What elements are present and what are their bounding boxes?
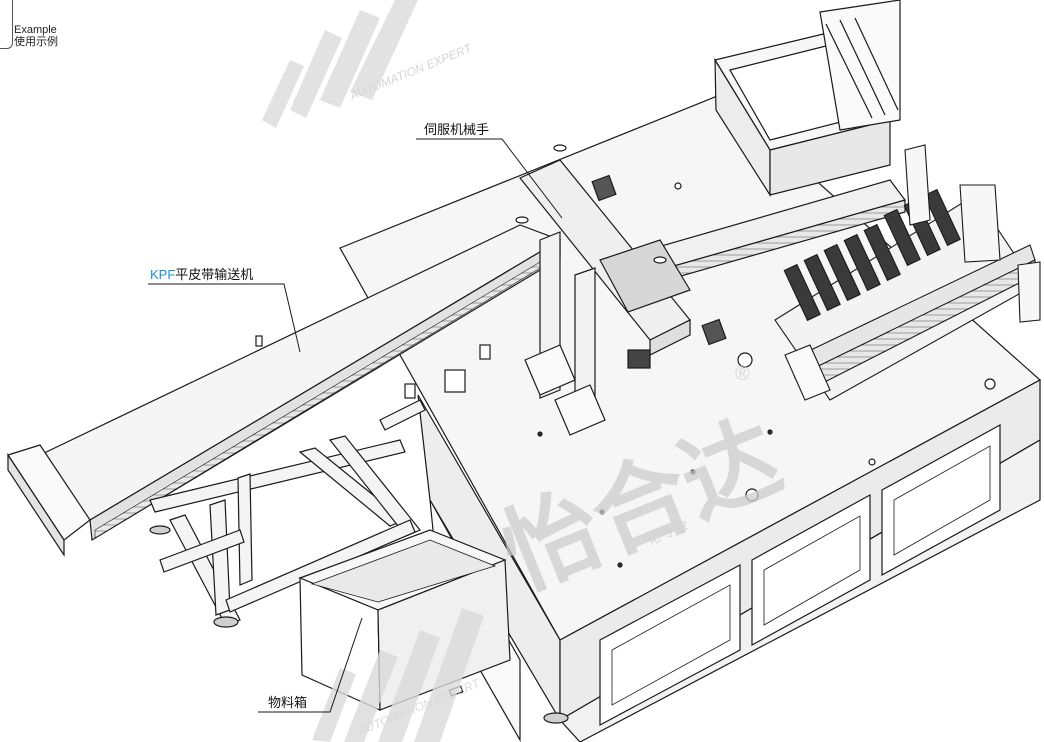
example-label-zh: 使用示例 xyxy=(14,36,58,48)
callout-leaders xyxy=(148,138,563,713)
hopper-unit xyxy=(714,0,901,198)
example-label-en: Example xyxy=(14,24,57,36)
watermark-top: AUTOMATION EXPERT xyxy=(262,0,475,128)
callout-conveyor-prefix: KPF xyxy=(150,267,176,282)
belt-conveyor xyxy=(7,224,562,558)
assembly-station xyxy=(774,144,1041,401)
conveyor-frame xyxy=(149,399,426,628)
callout-servo-arm: 伺服机械手 xyxy=(424,122,490,137)
example-label: Example 使用示例 xyxy=(14,24,58,48)
leader-material-box xyxy=(258,617,363,713)
callout-conveyor: KPF平皮带输送机 xyxy=(150,267,253,283)
callout-material-box: 物料箱 xyxy=(268,695,308,710)
leader-conveyor xyxy=(148,283,301,353)
watermark-mark: ® xyxy=(735,363,750,385)
leader-servo-arm xyxy=(416,138,563,219)
example-tab xyxy=(0,0,13,49)
servo-manipulator xyxy=(515,144,727,436)
callout-conveyor-text: 平皮带输送机 xyxy=(175,267,254,282)
